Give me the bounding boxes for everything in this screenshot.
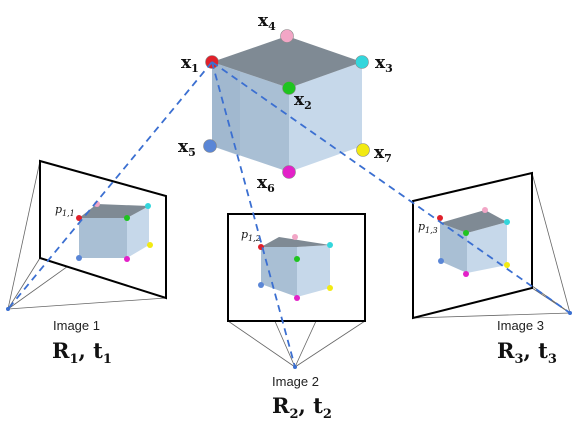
ray-camera-1	[7, 61, 213, 310]
image-1-point-x6	[124, 256, 130, 262]
camera-1-center	[6, 307, 10, 311]
image-2-point-x4	[292, 234, 298, 240]
image-1-proj-label: p1,1	[55, 203, 75, 218]
label-x4: x4	[258, 11, 276, 33]
image-3-caption: Image 3	[497, 318, 544, 333]
image-2-point-x2	[294, 256, 300, 262]
image-2-point-x7	[327, 285, 333, 291]
image-3-point-x6	[463, 271, 469, 277]
image-3-proj-label: p1,3	[418, 220, 438, 235]
image-1-point-x5	[76, 255, 82, 261]
label-x1: x1	[181, 53, 199, 75]
image-2-pose: R2, t2	[272, 393, 332, 422]
image-1-pose: R1, t1	[52, 338, 112, 367]
image-1-cube-right	[127, 206, 149, 258]
image-2-point-x3	[327, 242, 333, 248]
image-1-point-x2	[124, 215, 130, 221]
image-3-point-x7	[504, 262, 510, 268]
point-x3	[355, 55, 369, 69]
point-x2	[282, 81, 296, 95]
image-3-point-x3	[504, 219, 510, 225]
label-x2: x2	[294, 90, 312, 112]
cube-top-face	[212, 36, 362, 88]
point-x4	[280, 29, 294, 43]
label-x3: x3	[375, 53, 393, 75]
point-labels: x1 x4 x3 x2 x5 x7 x6	[178, 11, 393, 195]
image-1-point-x7	[147, 242, 153, 248]
camera-3-center	[568, 311, 572, 315]
label-x5: x5	[178, 137, 196, 159]
image-3-cube-right	[467, 222, 507, 273]
image-2-point-x5	[258, 282, 264, 288]
main-cube	[203, 29, 370, 179]
projection-rays	[7, 61, 571, 368]
ray-camera-2	[211, 61, 296, 368]
image-1-point-x3	[145, 203, 151, 209]
camera-2-center	[293, 365, 297, 369]
image-3-point-x5	[438, 258, 444, 264]
ray-camera-3	[211, 61, 571, 314]
image-2-proj-label: p1,2	[241, 228, 261, 243]
image-1-cube-top	[79, 204, 149, 218]
image-3-pose: R3, t3	[497, 338, 557, 367]
label-x7: x7	[374, 143, 392, 165]
image-2-frame: p1,2	[227, 213, 366, 322]
point-x7	[356, 143, 370, 157]
image-2-cube-top	[261, 237, 330, 247]
image-2-cube-right	[297, 245, 330, 297]
label-x6: x6	[257, 173, 275, 195]
image-3-point-x4	[482, 207, 488, 213]
cube-right-face	[289, 62, 362, 172]
point-x5	[203, 139, 217, 153]
image-3-cube-top	[440, 210, 507, 233]
image-1-caption: Image 1	[53, 318, 100, 333]
image-2-caption: Image 2	[272, 374, 319, 389]
image-1-cube-left	[79, 218, 127, 258]
image-2-cube-left	[261, 247, 297, 297]
point-x6	[282, 165, 296, 179]
image-3-point-x1	[437, 215, 443, 221]
image-3-point-x2	[463, 230, 469, 236]
image-2-point-x6	[294, 295, 300, 301]
image-1-frame: p1,1	[39, 159, 167, 300]
image-1-point-x1	[76, 215, 82, 221]
